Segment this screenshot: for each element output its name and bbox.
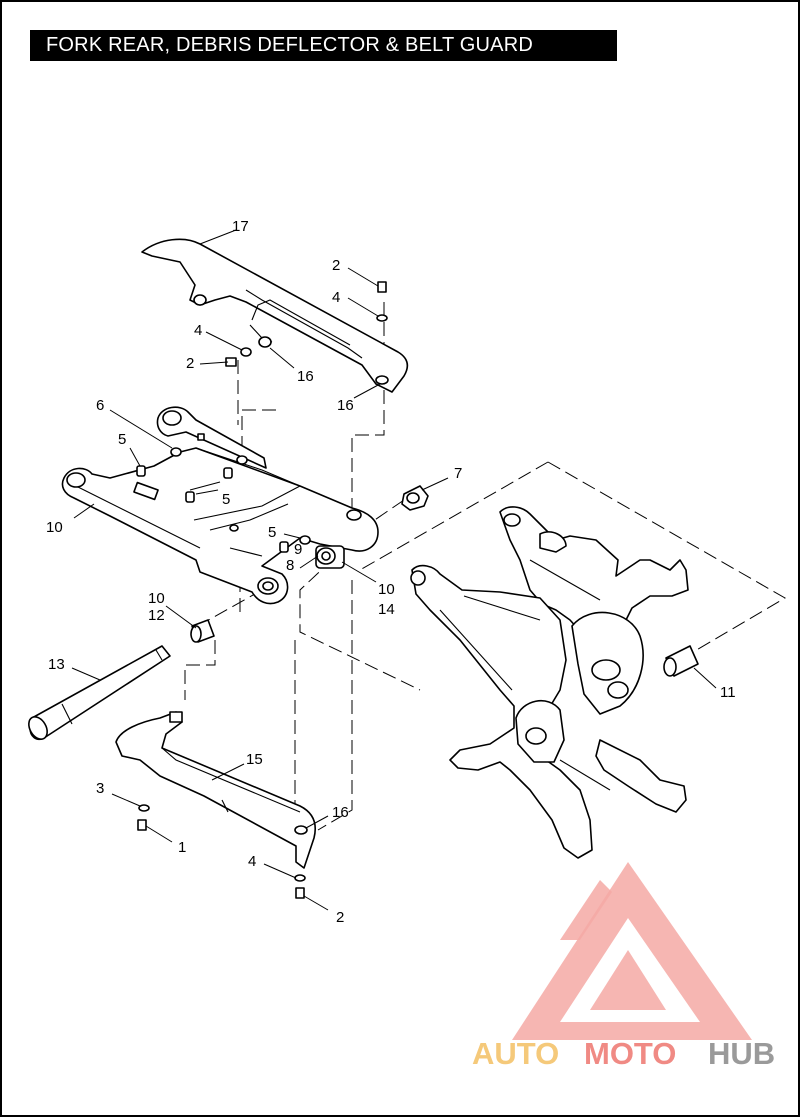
callout-17: 17 [232,218,249,235]
callout-6: 6 [96,397,104,414]
swingarm [61,406,379,605]
callout-2-lower: 2 [336,909,344,926]
watermark-moto: MOTO [584,1036,676,1071]
belt-guard-upper [141,238,409,393]
callout-4-lower: 4 [248,853,256,870]
callout-14: 14 [378,601,395,618]
frame-section [410,506,689,859]
callout-10-swingarm: 10 [46,519,63,536]
pivot-shaft [28,645,171,741]
bushing-12 [190,619,215,643]
callout-15: 15 [246,751,263,768]
callout-16-guard: 16 [297,368,314,385]
callout-1: 1 [178,839,186,856]
callout-3: 3 [96,780,104,797]
callout-16-lower: 16 [332,804,349,821]
page-title: FORK REAR, DEBRIS DEFLECTOR & BELT GUARD [30,30,617,61]
watermark-auto: AUTO [472,1036,559,1071]
frame-bushing-11 [663,645,699,677]
debris-deflector-lower [115,711,316,869]
plugs [136,433,311,553]
callout-8: 8 [286,557,294,574]
callout-7: 7 [454,465,462,482]
callout-11: 11 [720,684,736,701]
callout-4-guard: 4 [194,322,202,339]
callout-4-upper: 4 [332,289,340,306]
callout-2-guard: 2 [186,355,194,372]
hardware-lower [137,804,306,899]
watermark-logo-icon [512,862,752,1040]
hardware-upper [225,281,388,367]
bushing-7 [401,485,429,511]
callout-10-bearing: 10 [378,581,395,598]
callout-16-upper: 16 [337,397,354,414]
watermark-hub: HUB [708,1036,775,1071]
leader-lines [71,229,717,911]
callout-10-bushing: 10 [148,590,165,607]
callout-5-right: 5 [268,524,276,541]
bearing-8 [315,545,345,569]
callout-12: 12 [148,607,165,624]
callout-9: 9 [294,541,302,558]
callout-13: 13 [48,656,65,673]
callout-2-upper: 2 [332,257,340,274]
callout-5-middle: 5 [222,491,230,508]
callout-5-left: 5 [118,431,126,448]
